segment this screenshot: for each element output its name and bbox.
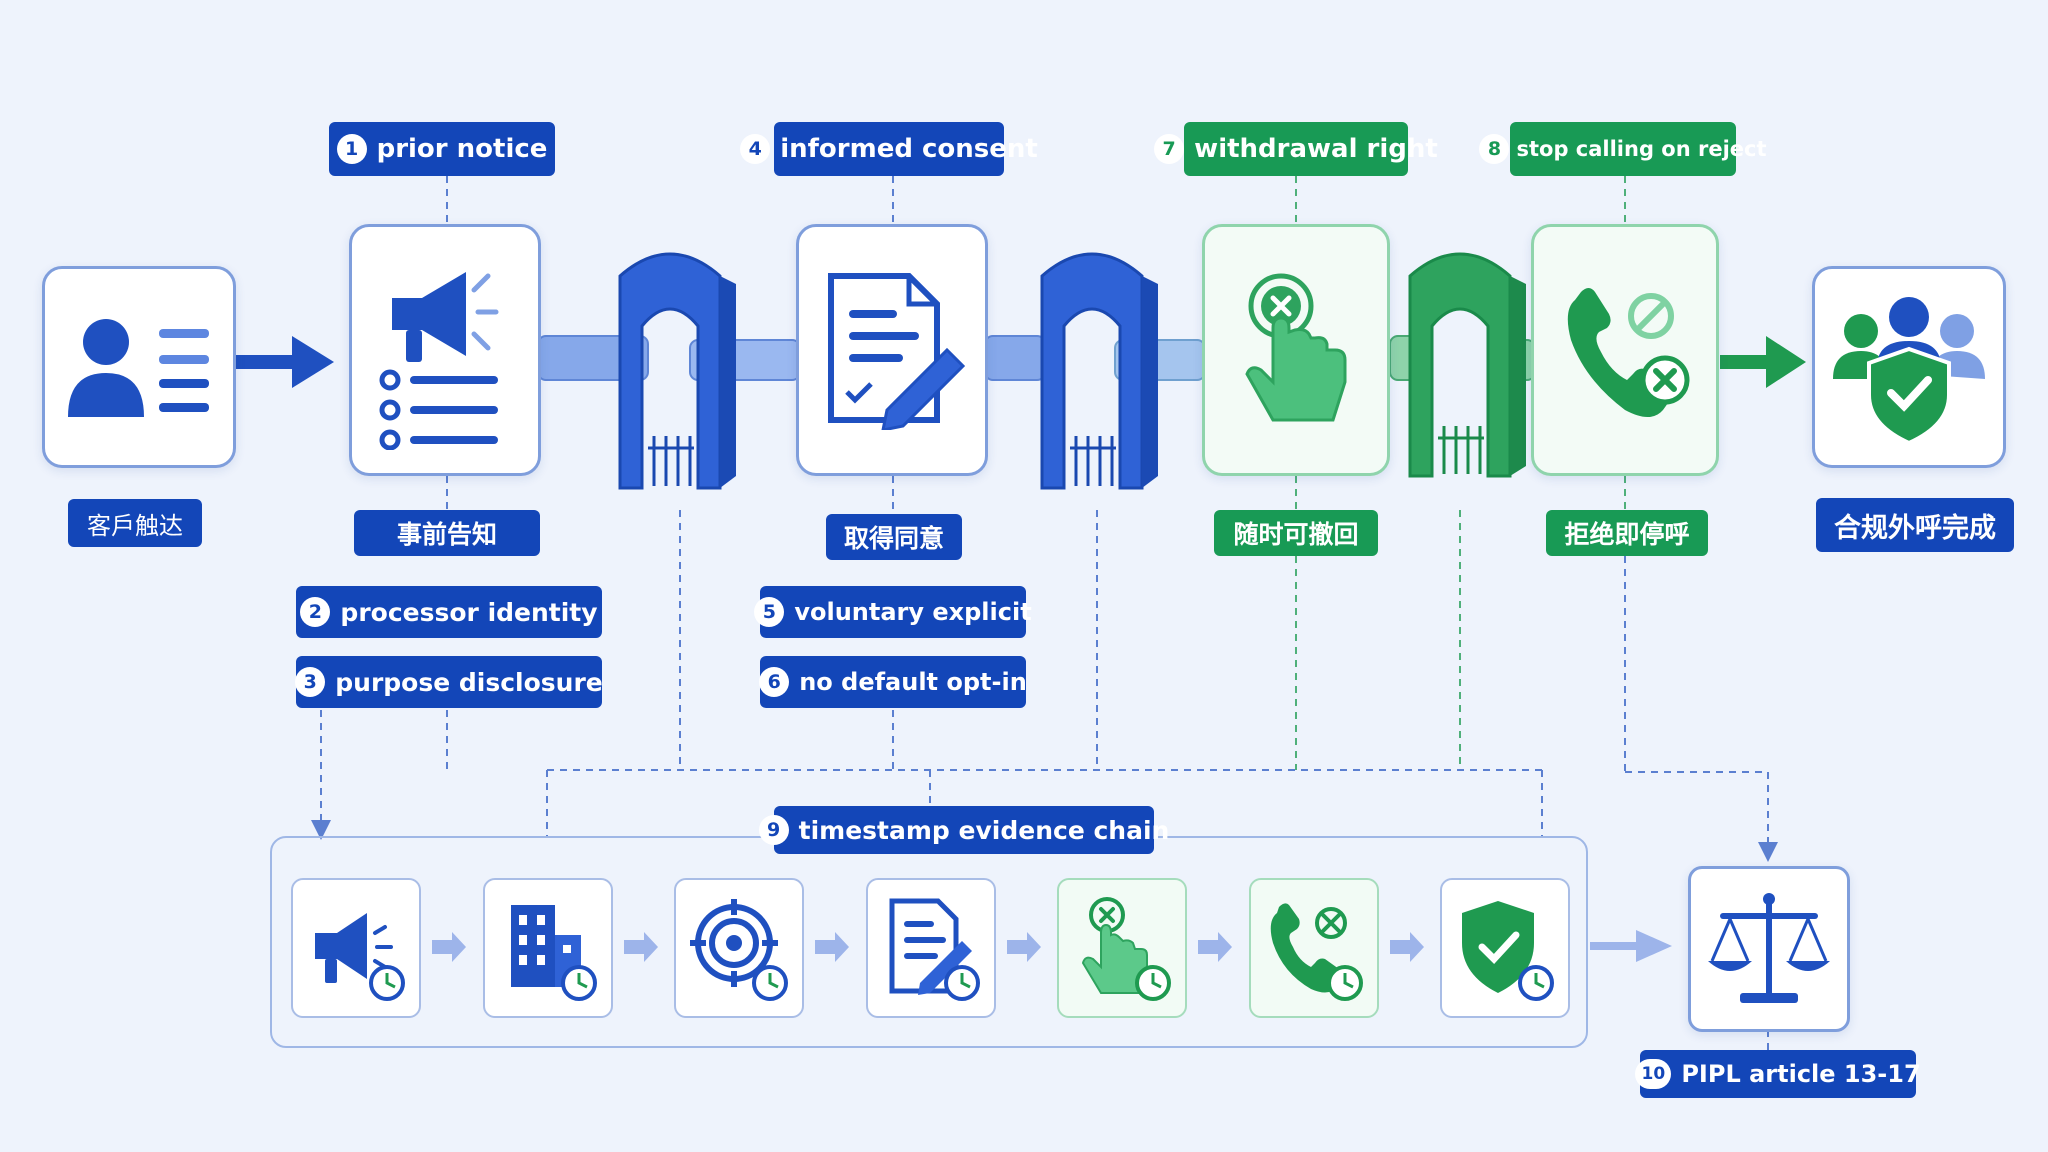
step-label: informed consent [780,134,1038,164]
stage-label: 客戶触达 [87,511,183,540]
step-number: 9 [758,815,789,845]
users-shield-icon [1833,297,1985,446]
step-label: processor identity [340,597,598,627]
stage-label: 拒绝即停呼 [1564,520,1690,549]
step-label: no default opt-in [799,668,1027,696]
shield-check-icon [1462,901,1554,1001]
building-icon [511,905,597,1001]
step-number: 10 [1635,1059,1672,1089]
megaphone-checklist-icon [379,272,499,450]
node-customer-reach [42,266,236,468]
step-label: voluntary explicit [794,598,1032,626]
evidence-item-hand-tap [1057,878,1187,1018]
step-label: PIPL article 13-17 [1681,1060,1921,1088]
step-label: timestamp evidence chain [798,815,1170,845]
gate-icon [618,252,736,490]
step-label: prior notice [376,134,548,164]
stage-label-notice: 事前告知 [354,510,540,556]
tag-timestamp-evidence-chain: 9 timestamp evidence chain [758,806,1169,854]
evidence-item-target [674,878,804,1018]
node-prior-notice [349,224,541,476]
phone-block-icon [1567,288,1690,417]
stage-label: 事前告知 [396,520,497,549]
megaphone-icon [315,913,405,1001]
stage-label: 取得同意 [843,524,944,553]
hand-tap-icon [1081,897,1171,1001]
phone-block-icon [1270,903,1363,1001]
stage-label-stop: 拒绝即停呼 [1546,510,1708,556]
stage-label-consent: 取得同意 [826,514,962,560]
stage-label-withdraw: 随时可撤回 [1214,510,1378,556]
document-pen-icon [889,898,980,1001]
stage-label-customer: 客戶触达 [68,499,202,547]
node-pipl-scales [1688,866,1850,1032]
tag-voluntary-explicit: 5 voluntary explicit [754,586,1032,638]
evidence-item-building [483,878,613,1018]
step-label: stop calling on reject [1516,137,1767,161]
step-number: 8 [1479,134,1510,164]
node-withdrawal [1202,224,1390,476]
tag-purpose-disclosure: 3 purpose disclosure [295,656,603,708]
node-informed-consent [796,224,988,476]
step-number: 3 [295,667,326,697]
step-number: 5 [754,597,785,627]
tag-informed-consent: 4 informed consent [740,122,1038,176]
chain-arrows [432,930,1672,962]
hand-tap-cancel-icon [1245,273,1347,422]
step-number: 1 [336,134,367,164]
arrow [1720,336,1806,388]
node-stop-calling [1531,224,1719,476]
tag-no-default-opt-in: 6 no default opt-in [759,656,1027,708]
step-label: purpose disclosure [335,667,603,697]
evidence-item-phone-block [1249,878,1379,1018]
tag-prior-notice: 1 prior notice [329,122,555,176]
tag-pipl-article: 10 PIPL article 13-17 [1635,1050,1921,1098]
stage-label: 随时可撤回 [1233,520,1359,549]
evidence-item-document [866,878,996,1018]
gate-icon [1408,252,1526,478]
document-pen-icon [828,273,966,430]
gate-icon [1040,252,1158,490]
customer-card-icon [68,319,209,417]
pipe [984,335,1046,381]
step-label: withdrawal right [1194,134,1438,164]
stage-label-complete: 合规外呼完成 [1816,498,2014,552]
tag-processor-identity: 2 processor identity [296,586,602,638]
step-number: 6 [759,667,790,697]
step-number: 2 [300,597,331,627]
tag-withdrawal-right: 7 withdrawal right [1154,122,1438,176]
arrow [236,336,334,388]
evidence-item-shield [1440,878,1570,1018]
stage-label: 合规外呼完成 [1834,512,1996,544]
evidence-item-megaphone [291,878,421,1018]
tag-stop-calling: 8 stop calling on reject [1479,122,1767,176]
target-icon [690,899,788,1001]
node-compliant-done [1812,266,2006,468]
step-number: 7 [1154,134,1185,164]
scales-icon [1708,893,1830,1003]
step-number: 4 [740,134,771,164]
